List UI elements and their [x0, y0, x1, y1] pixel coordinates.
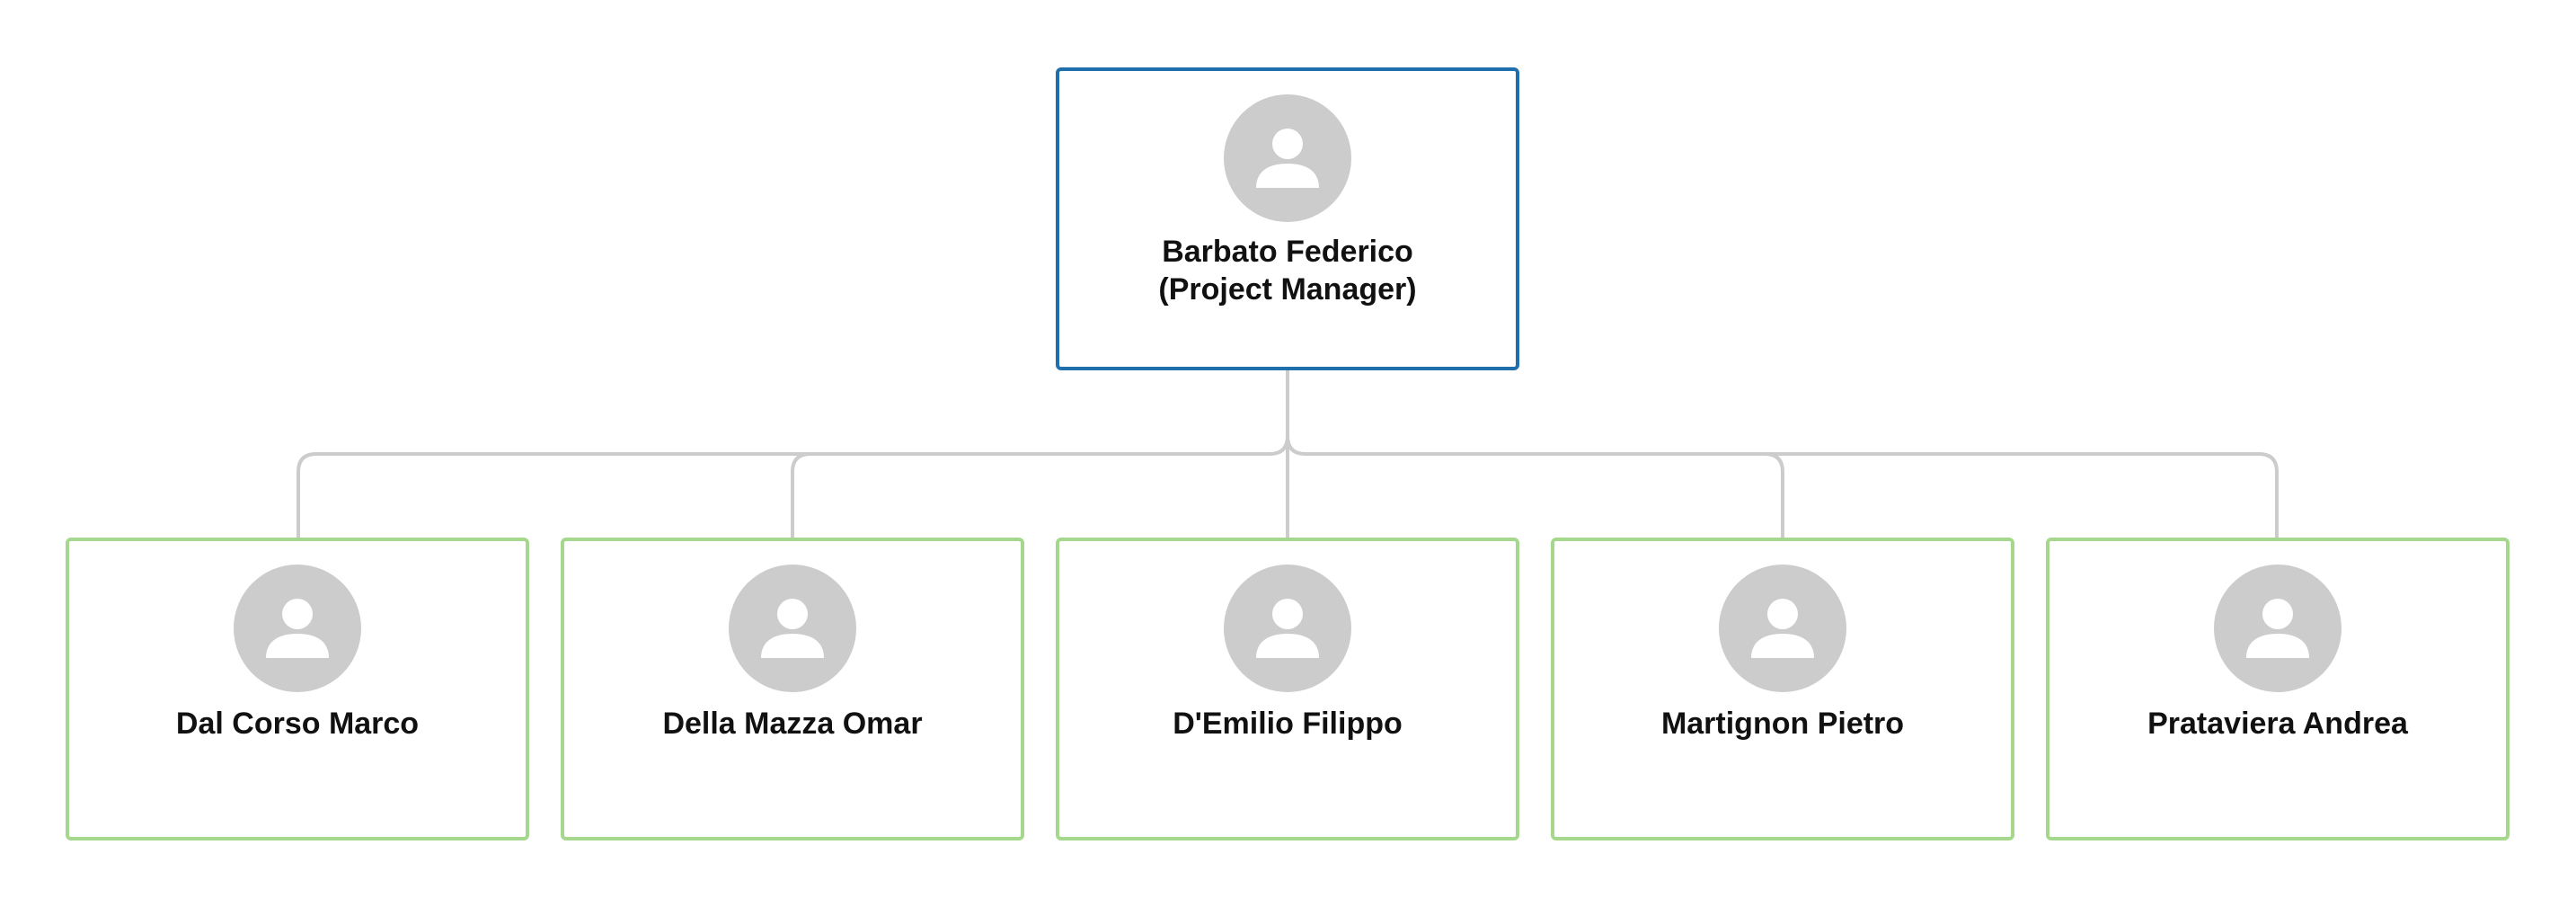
node-name: Barbato Federico (Project Manager) — [1059, 233, 1516, 308]
member-node[interactable]: Prataviera Andrea — [2046, 538, 2510, 840]
member-name: Dal Corso Marco — [175, 707, 420, 741]
manager-name: Barbato Federico — [1162, 235, 1413, 269]
member-name: D'Emilio Filippo — [1173, 707, 1403, 741]
person-icon — [266, 599, 329, 658]
connector-left-branch — [297, 435, 1289, 539]
avatar — [1224, 565, 1351, 692]
member-name: Della Mazza Omar — [662, 707, 923, 741]
person-icon — [2246, 599, 2309, 658]
member-node[interactable]: Della Mazza Omar — [561, 538, 1024, 840]
member-node[interactable]: D'Emilio Filippo — [1056, 538, 1519, 840]
avatar — [2214, 565, 2341, 692]
person-icon — [1256, 129, 1319, 188]
member-name: Martignon Pietro — [1660, 707, 1905, 741]
connector-right-inner — [1764, 452, 1784, 539]
member-name: Prataviera Andrea — [2147, 707, 2408, 741]
person-icon — [1751, 599, 1814, 658]
member-node[interactable]: Dal Corso Marco — [66, 538, 529, 840]
person-icon — [1256, 599, 1319, 658]
connector-right-branch — [1286, 435, 2279, 539]
member-node[interactable]: Martignon Pietro — [1551, 538, 2014, 840]
avatar — [729, 565, 856, 692]
avatar — [1719, 565, 1846, 692]
connector-left-inner — [791, 452, 811, 539]
avatar — [234, 565, 361, 692]
avatar — [1224, 94, 1351, 222]
person-icon — [761, 599, 824, 658]
manager-role: (Project Manager) — [1158, 272, 1417, 307]
manager-node[interactable]: Barbato Federico (Project Manager) — [1056, 67, 1519, 370]
